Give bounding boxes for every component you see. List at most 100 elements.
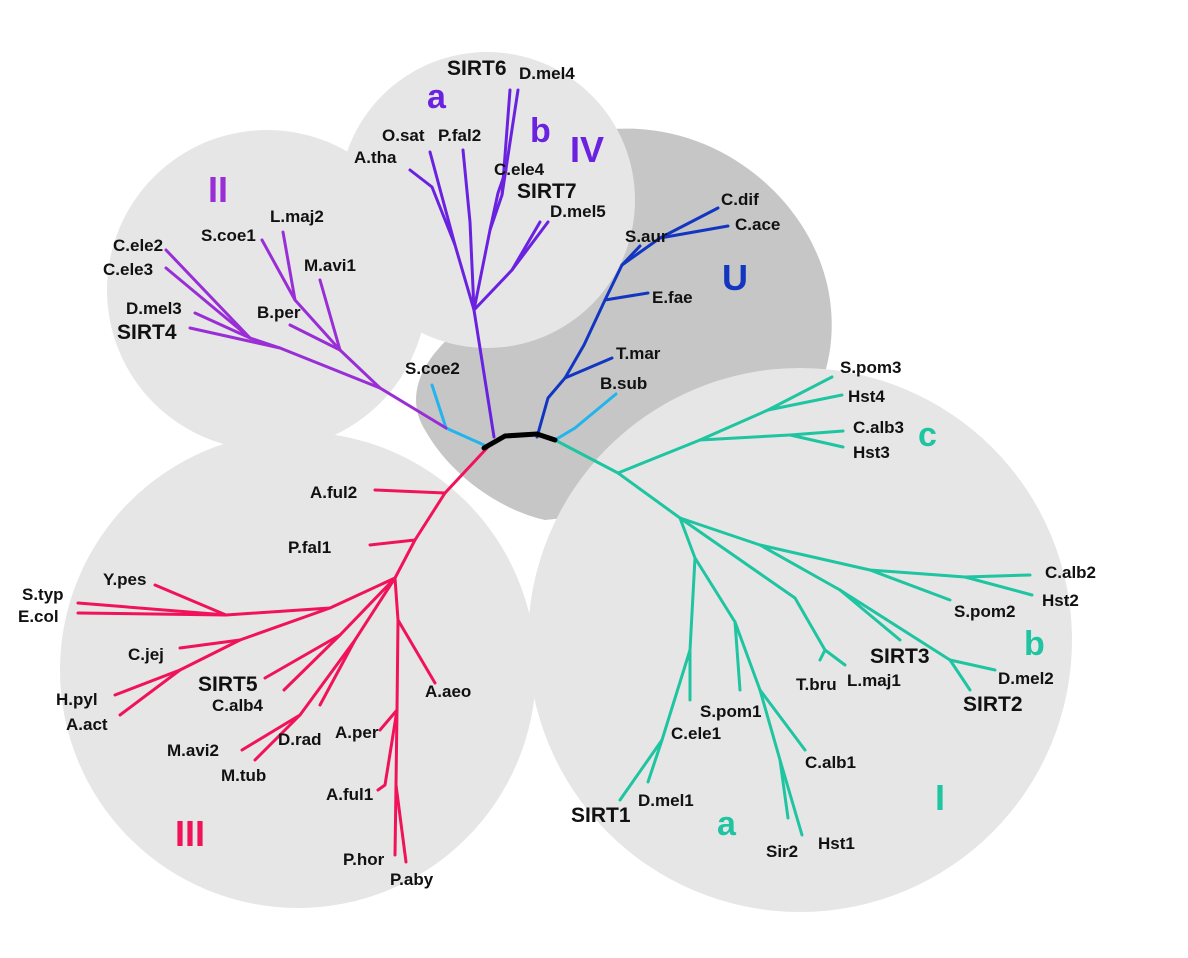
taxon-label: D.mel1: [638, 791, 694, 810]
branch: [394, 783, 408, 864]
clade-regions: [60, 52, 1072, 912]
branch: [603, 206, 720, 302]
taxa-clade-I: S.pom3 Hst4 C.alb3 Hst3 C.alb2 Hst2 S.po…: [571, 358, 1096, 861]
branch: [868, 568, 952, 602]
branch: [260, 238, 382, 390]
clade-labels: II IV U III I a b a b c: [175, 78, 1045, 854]
branch: [153, 583, 228, 617]
taxa-clade-III: A.ful2 P.fal1 Y.pes S.typ E.col C.jej SI…: [18, 483, 471, 889]
taxon-label: SIRT3: [870, 645, 930, 668]
branch: [563, 291, 650, 380]
branch: [164, 248, 252, 340]
branch: [282, 633, 342, 692]
taxon-label: C.alb1: [805, 753, 856, 772]
subclade-label-IV-a: a: [427, 78, 447, 116]
taxon-label: D.mel2: [998, 669, 1054, 688]
taxon-label: S.pom2: [954, 602, 1015, 621]
branch: [253, 713, 302, 762]
branches-clade-IV: [408, 88, 550, 439]
clade-label-IV: IV: [570, 129, 604, 170]
taxon-label: Hst1: [818, 834, 855, 853]
subclade-label-IV-b: b: [530, 112, 551, 150]
taxon-label: A.aeo: [425, 682, 471, 701]
taxon-label: C.alb4: [212, 696, 264, 715]
branch: [281, 230, 297, 302]
branch: [535, 356, 614, 439]
taxon-label: B.sub: [600, 374, 647, 393]
branch: [646, 738, 664, 784]
taxon-label: S.aur: [625, 227, 668, 246]
branch: [461, 148, 476, 312]
branch: [288, 323, 342, 352]
taxon-label: Y.pes: [103, 570, 146, 589]
branch: [948, 658, 972, 692]
branch: [393, 708, 399, 857]
branch: [318, 638, 357, 707]
taxon-label: C.alb2: [1045, 563, 1096, 582]
region-II: [107, 130, 427, 450]
branch: [510, 220, 550, 272]
branch: [553, 392, 618, 442]
subclade-label-I-b: b: [1024, 625, 1045, 663]
taxon-label: D.rad: [278, 730, 321, 749]
subclade-label-I-a: a: [717, 805, 737, 843]
branch: [616, 375, 834, 475]
subclade-label-I-c: c: [918, 416, 937, 454]
branch: [766, 393, 844, 412]
branch: [376, 708, 399, 792]
branch: [488, 168, 508, 232]
branch: [678, 516, 847, 667]
taxon-label: A.ful1: [326, 785, 373, 804]
taxon-label: T.bru: [796, 675, 837, 694]
taxon-label: S.typ: [22, 585, 64, 604]
region-I: [528, 368, 1072, 912]
taxon-label: E.col: [18, 607, 59, 626]
taxa-clade-IV: SIRT6 D.mel4 O.sat P.fal2 A.tha C.ele4 S…: [354, 57, 606, 221]
taxon-label: M.avi2: [167, 741, 219, 760]
branch: [428, 150, 496, 439]
clade-label-U: U: [722, 257, 748, 298]
taxon-label: C.jej: [128, 645, 164, 664]
taxon-label: C.alb3: [853, 418, 904, 437]
branch: [164, 266, 252, 340]
taxon-label: P.fal1: [288, 538, 331, 557]
branches-clade-III: [76, 446, 489, 864]
clade-label-II: II: [208, 169, 228, 210]
branch: [76, 611, 228, 617]
branches-clade-I: [553, 375, 1034, 837]
taxon-label: M.avi1: [304, 256, 356, 275]
taxon-label: SIRT1: [571, 804, 631, 827]
taxon-label: D.mel4: [519, 64, 575, 83]
taxon-label: B.per: [257, 303, 301, 322]
branch: [318, 278, 342, 352]
branch: [963, 575, 1034, 597]
taxon-label: A.per: [335, 723, 379, 742]
taxon-label: P.hor: [343, 850, 385, 869]
branch: [188, 326, 448, 430]
taxon-label: O.sat: [382, 126, 425, 145]
taxon-label: S.pom1: [700, 702, 761, 721]
taxon-label: C.ele2: [113, 236, 163, 255]
taxon-label: Hst2: [1042, 591, 1079, 610]
taxon-label: S.coe2: [405, 359, 460, 378]
taxa-clade-U: C.dif C.ace S.aur E.fae T.mar B.sub: [600, 190, 780, 393]
branch: [658, 224, 730, 240]
branch: [408, 168, 457, 247]
taxon-label: C.ele1: [671, 724, 721, 743]
taxon-label: C.ace: [735, 215, 780, 234]
taxon-label: SIRT7: [517, 180, 577, 203]
taxon-label: A.act: [66, 715, 108, 734]
branch: [620, 244, 642, 267]
taxon-label: T.mar: [616, 344, 661, 363]
taxon-label: L.maj1: [847, 671, 901, 690]
taxon-label: D.mel3: [126, 299, 182, 318]
taxon-label: S.coe1: [201, 226, 256, 245]
root-branches: [481, 431, 558, 451]
clade-label-I: I: [935, 777, 945, 818]
taxon-label: C.ele4: [494, 160, 545, 179]
taxon-label: S.pom3: [840, 358, 901, 377]
branch: [678, 516, 697, 702]
taxon-label: SIRT4: [117, 321, 177, 344]
taxon-label: C.dif: [721, 190, 759, 209]
